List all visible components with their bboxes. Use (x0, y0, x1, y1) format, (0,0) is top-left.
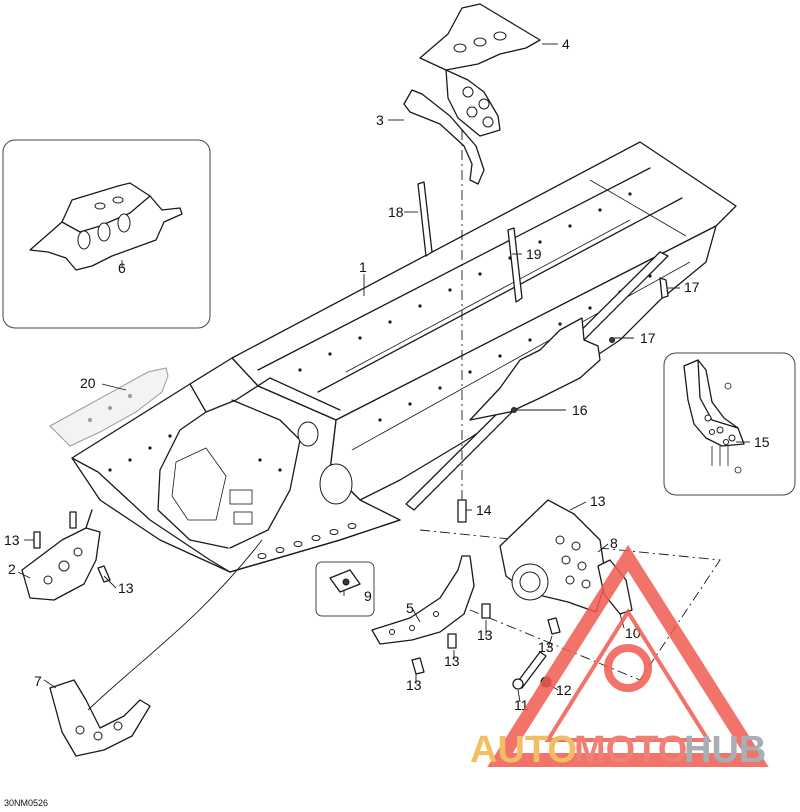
callout-1: 1 (359, 259, 367, 275)
callout-9: 9 (364, 588, 372, 604)
drawing-code: 30NM0526 (4, 798, 48, 808)
rivet-holes (108, 192, 652, 472)
callout-6: 6 (118, 260, 126, 276)
callout-13: 13 (538, 639, 554, 655)
callout-20: 20 (80, 375, 96, 391)
fasteners-13 (33, 511, 561, 675)
callout-13: 13 (4, 532, 20, 548)
callout-4: 4 (562, 36, 570, 52)
floor-holes (257, 523, 357, 559)
callout-13: 13 (477, 627, 493, 643)
watermark-hub: HUB (684, 729, 766, 771)
callout-17: 18 (388, 204, 404, 220)
bracket-2 (21, 509, 101, 601)
bumper-plate-4 (419, 3, 541, 137)
callout-8: 8 (610, 535, 618, 551)
bracket-7 (49, 679, 151, 757)
callout-12: 12 (556, 682, 572, 698)
leaders (17, 43, 750, 703)
callout-17: 19 (526, 246, 542, 262)
left-plate-20 (49, 367, 169, 447)
callout-13: 13 (406, 677, 422, 693)
handle-3 (403, 89, 485, 185)
watermark-triangle-icon (487, 544, 769, 767)
callout-numbers: 4 3 18 19 1 6 17 17 20 16 15 14 13 8 13 … (4, 36, 770, 713)
side-plate-19 (469, 317, 601, 421)
inset-part-6 (2, 139, 211, 329)
watermark-auto: AUTO (470, 729, 577, 771)
decal-9 (315, 561, 375, 617)
callout-14: 14 (476, 502, 492, 518)
rear-brackets-17 (417, 181, 523, 303)
callout-13: 13 (118, 580, 134, 596)
callout-13: 13 (444, 653, 460, 669)
bracket-8 (499, 499, 607, 613)
callout-3: 3 (376, 112, 384, 128)
callout-16: 17 (640, 330, 656, 346)
bolt-11 (512, 651, 547, 690)
callout-5: 5 (406, 600, 414, 616)
watermark-moto: MOTO (574, 729, 687, 771)
callout-7: 7 (34, 673, 42, 689)
bracket-5 (371, 555, 475, 645)
callout-18: 15 (754, 434, 770, 450)
callout-13: 13 (590, 493, 606, 509)
pin-14 (457, 499, 467, 523)
callout-15: 17 (684, 279, 700, 295)
callout-2: 2 (8, 561, 16, 577)
callout-19: 16 (572, 402, 588, 418)
bolt-15 (659, 277, 669, 299)
watermark-logo: AUTO MOTO HUB (470, 544, 769, 771)
inset-part-18 (663, 352, 796, 496)
